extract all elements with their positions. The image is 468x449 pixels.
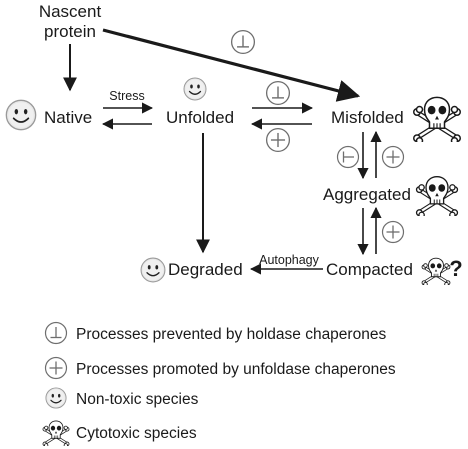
holdase-symbol-nascent-misfolded <box>230 29 256 55</box>
node-nascent-line1: Nascent <box>39 2 102 21</box>
node-compacted: Compacted <box>326 260 413 279</box>
edge-label-stress: Stress <box>109 89 144 103</box>
native-smiley-icon <box>5 99 37 131</box>
skull-crossbones-icon <box>42 419 70 446</box>
unfoldase-symbol-misfolded-unfolded <box>265 127 291 153</box>
legend-cytotoxic-text: Cytotoxic species <box>76 425 197 442</box>
misfolded-skull-icon <box>414 97 461 143</box>
holdase-symbol-unfolded-misfolded <box>265 80 291 106</box>
legend-holdase-text: Processes prevented by holdase chaperone… <box>76 326 386 343</box>
degraded-smiley-icon <box>140 257 166 283</box>
circled-perpendicular-icon <box>44 321 68 345</box>
node-misfolded: Misfolded <box>331 108 404 127</box>
circled-plus-icon <box>44 356 68 380</box>
edge-label-autophagy: Autophagy <box>259 253 320 267</box>
node-nascent-line2: protein <box>44 22 96 41</box>
legend-unfoldase-text: Processes promoted by unfoldase chaperon… <box>76 361 396 378</box>
legend: Processes prevented by holdase chaperone… <box>42 321 396 446</box>
node-aggregated: Aggregated <box>323 185 411 204</box>
compacted-skull-icon <box>421 256 451 285</box>
legend-nontoxic-text: Non-toxic species <box>76 391 199 408</box>
node-degraded: Degraded <box>168 260 243 279</box>
question-mark: ? <box>449 256 462 281</box>
node-native: Native <box>44 108 92 127</box>
holdase-symbol-misfolded-aggregated <box>336 145 360 169</box>
unfoldase-symbol-aggregated-misfolded <box>381 145 405 169</box>
arrow-nascent-to-misfolded <box>102 28 361 102</box>
unfoldase-symbol-compacted-aggregated <box>381 220 405 244</box>
unfolded-smiley-icon <box>183 77 207 101</box>
node-unfolded: Unfolded <box>166 108 234 127</box>
smiley-face-icon <box>45 387 67 409</box>
aggregated-skull-icon <box>417 177 458 218</box>
